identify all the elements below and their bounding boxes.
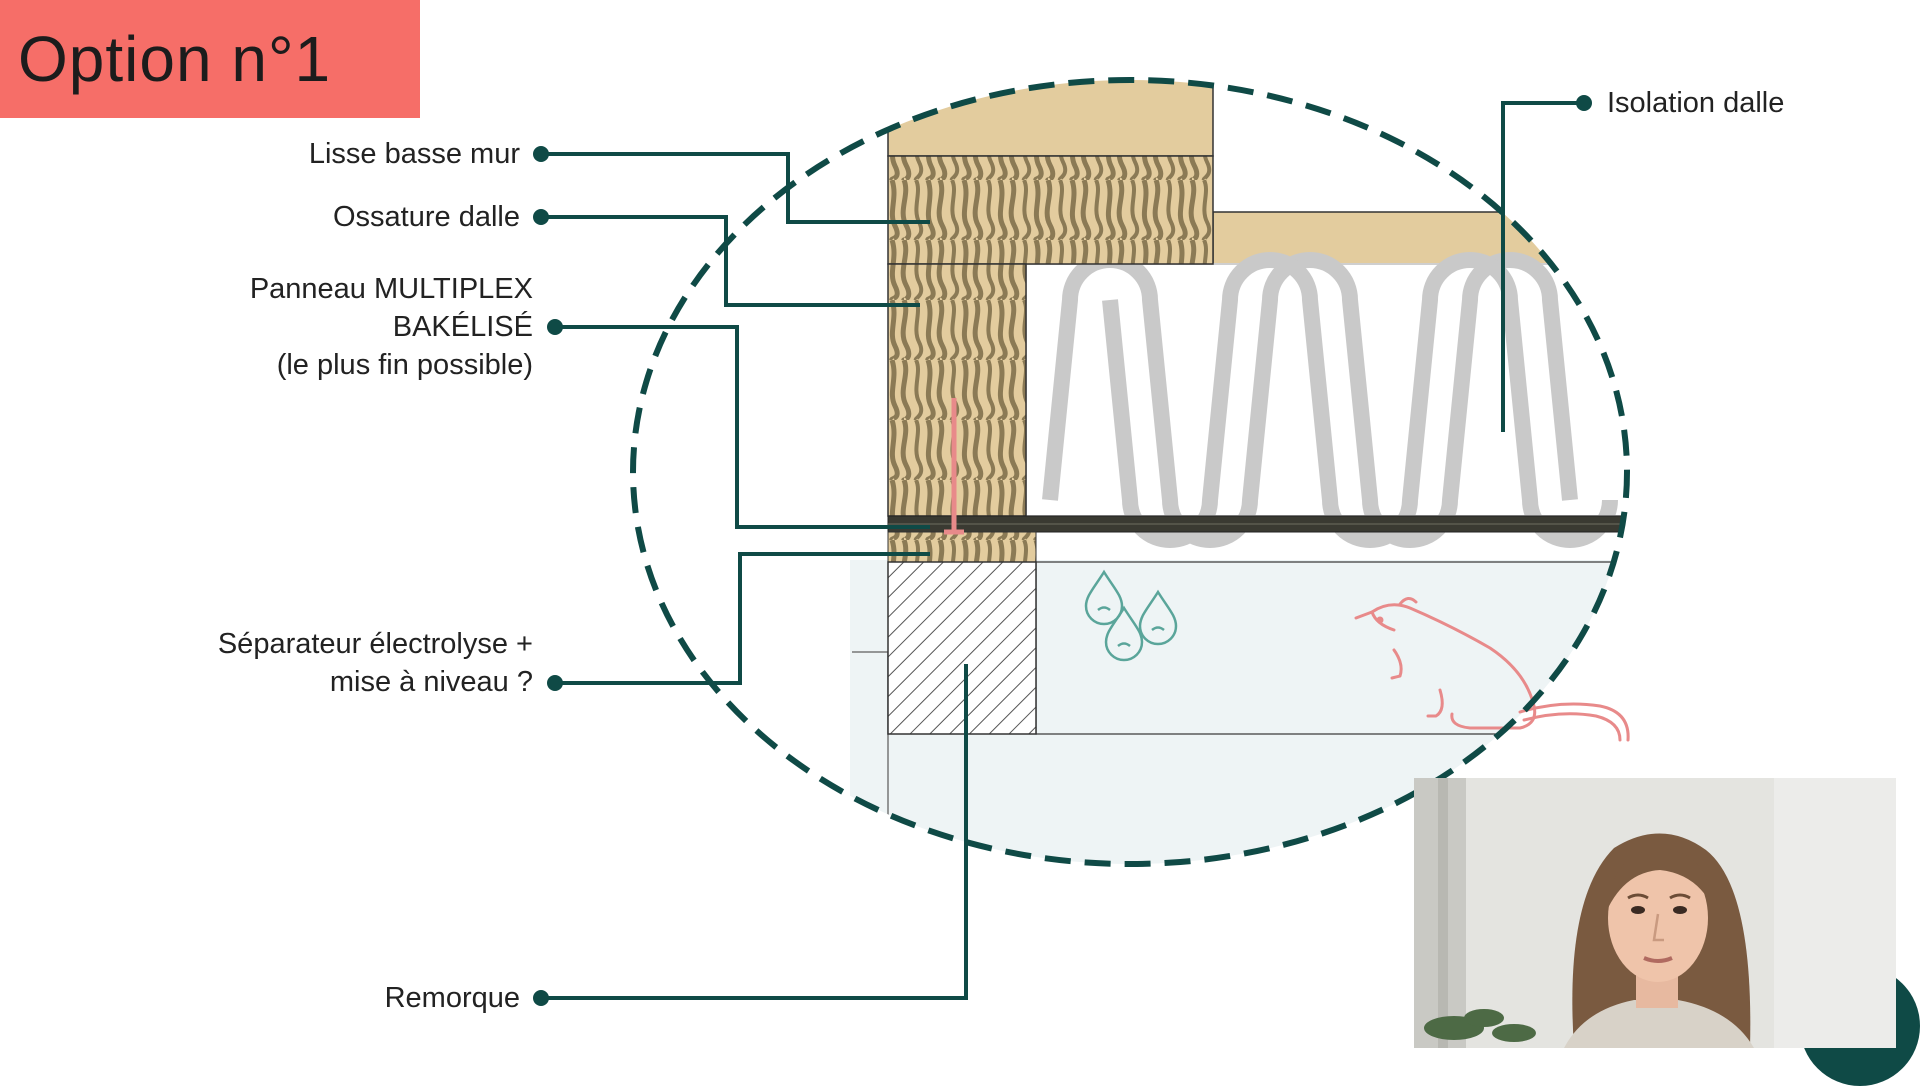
label-isolation-dalle: Isolation dalle	[1607, 87, 1785, 119]
webcam-video-tile[interactable]	[1414, 778, 1896, 1048]
leader-dots	[533, 95, 1592, 1006]
leveling-strip	[887, 531, 1037, 563]
label-ossature-dalle: Ossature dalle	[333, 201, 520, 233]
rat-icon	[1354, 597, 1630, 742]
slide-title-badge: Option n°1	[0, 0, 420, 118]
floor-joist	[887, 263, 1027, 517]
water-drop-icon	[1084, 569, 1178, 662]
sill-plate	[887, 155, 1214, 265]
label-panneau-line1: Panneau MULTIPLEX	[249, 273, 533, 305]
label-panneau-line3: (le plus fin possible)	[276, 349, 533, 381]
leader-lines	[541, 101, 1584, 1000]
label-panneau-line2: BAKÉLISÉ	[392, 311, 533, 343]
detail-ellipse	[630, 77, 1630, 867]
label-separateur: Séparateur électrolyse + mise à niveau ?	[218, 625, 533, 701]
leader-separateur	[555, 552, 930, 685]
leader-isolation-dalle	[1501, 101, 1584, 432]
slide-title: Option n°1	[18, 23, 332, 95]
leader-remorque	[541, 664, 968, 1000]
leader-panneau	[555, 325, 930, 529]
leader-lisse-basse-mur	[541, 152, 930, 224]
crawl-space	[1035, 561, 1627, 735]
label-separateur-line1: Séparateur électrolyse +	[217, 628, 533, 660]
label-lisse-basse-mur: Lisse basse mur	[308, 138, 520, 170]
screw-icon	[944, 398, 964, 535]
trailer-beam	[887, 561, 1037, 735]
construction-section	[850, 80, 1627, 864]
label-panneau-multiplex: Panneau MULTIPLEX BAKÉLISÉ (le plus fin …	[250, 270, 533, 384]
webcam-participant	[1414, 778, 1896, 1048]
leader-ossature-dalle	[541, 215, 920, 307]
label-separateur-line2: mise à niveau ?	[329, 666, 533, 698]
label-remorque: Remorque	[384, 982, 520, 1014]
